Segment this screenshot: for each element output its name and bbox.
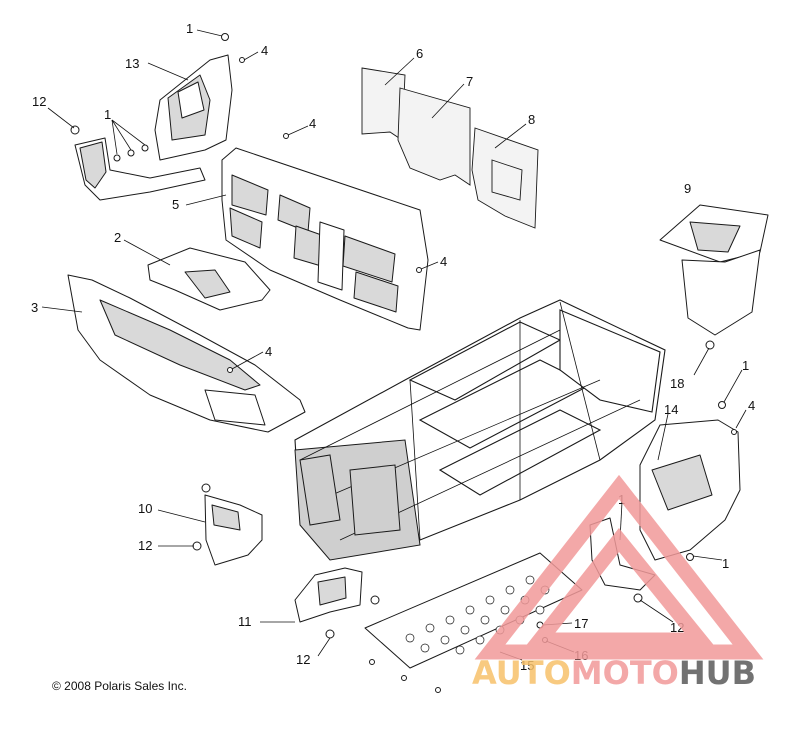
part-7-foam-panel — [397, 87, 471, 186]
callout-3: 3 — [31, 300, 38, 315]
leader-lines — [41, 29, 747, 661]
callout-9: 9 — [684, 181, 691, 196]
callout-4: 4 — [265, 344, 272, 359]
callout-12: 12 — [296, 652, 310, 667]
watermark-part-2: MOTO — [571, 654, 679, 692]
main-chassis-frame — [294, 299, 666, 561]
callout-4: 4 — [748, 398, 755, 413]
callout-11: 11 — [238, 614, 252, 629]
callout-4: 4 — [440, 254, 447, 269]
callout-4: 4 — [261, 43, 268, 58]
watermark-part-1: AUTO — [472, 654, 571, 692]
part-11-skid-bracket — [294, 567, 363, 623]
part-8-foam-panel — [471, 127, 539, 229]
part-5-bulkhead-panel — [221, 147, 429, 331]
callout-6: 6 — [416, 46, 423, 61]
callout-12: 12 — [32, 94, 46, 109]
callout-17: 17 — [574, 616, 588, 631]
part-3-floor-pan — [67, 274, 306, 433]
callout-1: 1 — [742, 358, 749, 373]
callout-8: 8 — [528, 112, 535, 127]
callout-2: 2 — [114, 230, 121, 245]
callout-14: 14 — [664, 402, 678, 417]
watermark-part-3: HUB — [679, 654, 756, 692]
callout-15: 15 — [520, 658, 534, 673]
callout-7: 7 — [466, 74, 473, 89]
svg-text:AUTOMOTOHUB: AUTOMOTOHUB — [472, 654, 756, 692]
part-10-bracket — [204, 494, 263, 566]
part-6-foam-panel — [361, 67, 406, 141]
copyright-notice: © 2008 Polaris Sales Inc. — [52, 679, 187, 693]
callout-10: 10 — [138, 501, 152, 516]
callout-1: 1 — [186, 21, 193, 36]
watermark-logo: AUTOMOTOHUB — [472, 474, 764, 692]
part-2-console-cover — [147, 247, 271, 311]
callout-12: 12 — [138, 538, 152, 553]
part-9-storage-bin — [659, 204, 769, 336]
callout-labels: 1 4 13 12 1 6 7 8 4 5 9 2 4 3 4 18 1 14 … — [31, 21, 755, 673]
callout-13: 13 — [125, 56, 139, 71]
callout-4: 4 — [309, 116, 316, 131]
part-13-left-fender — [74, 54, 233, 201]
callout-1: 1 — [722, 556, 729, 571]
callout-18: 18 — [670, 376, 684, 391]
callout-1: 1 — [104, 107, 111, 122]
part-15-skid-plate — [364, 552, 583, 669]
callout-5: 5 — [172, 197, 179, 212]
